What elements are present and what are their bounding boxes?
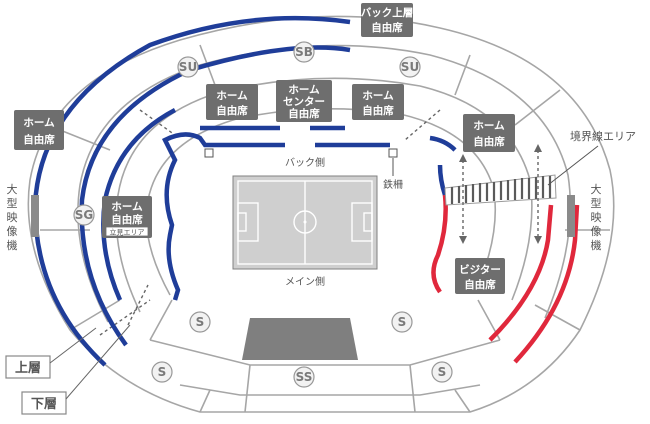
label-home-center-left-1: ホーム [216, 90, 248, 102]
label-home-lower-left-2: 自由席 [111, 213, 143, 226]
pitch [232, 175, 378, 270]
screen-right-char-4: 像 [591, 225, 602, 238]
gate-s-bottom-left-text: S [158, 365, 167, 379]
gate-s-right-text: S [398, 315, 407, 329]
gate-su-left-text: SU [179, 60, 197, 74]
legend-lower-text: 下層 [31, 397, 57, 412]
screen-left-char-5: 機 [7, 238, 18, 252]
gate-sg: SG [73, 204, 95, 226]
label-visitor-2: 自由席 [464, 278, 496, 291]
visitor-seating [431, 194, 580, 364]
label-home-center-right-2: 自由席 [362, 104, 394, 117]
gate-su-left: SU [177, 56, 199, 78]
gate-ss-text: SS [296, 370, 313, 384]
screen-left-char-2: 型 [7, 196, 18, 210]
label-standing-area: 立見エリア [110, 228, 145, 237]
label-back-upper-2: 自由席 [371, 21, 403, 34]
gate-s-right: S [391, 311, 413, 333]
label-home-left-2: 自由席 [23, 133, 55, 146]
label-back-upper-1: バック上層 [361, 6, 414, 19]
gate-s-bottom-right: S [431, 361, 453, 383]
boundary-pointer [547, 145, 599, 186]
screen-left-char-3: 映 [7, 211, 18, 224]
screen-left-char-4: 像 [7, 225, 18, 238]
big-screen-left [31, 195, 39, 237]
legend-lower: 下層 [21, 391, 67, 415]
legend-upper: 上層 [5, 355, 51, 379]
access-paths [99, 109, 441, 336]
legend-upper-text: 上層 [15, 361, 41, 376]
label-boundary-area: 境界線エリア [570, 129, 636, 143]
boundary-zone [444, 174, 557, 206]
label-back-side: バック側 [285, 156, 325, 169]
screen-left-char-1: 大 [7, 182, 18, 196]
gate-sg-text: SG [75, 208, 94, 222]
screen-label-left: 大 型 映 像 機 [7, 182, 18, 252]
screen-right-char-2: 型 [591, 196, 602, 210]
fence-marker-right [388, 148, 398, 158]
gate-s-left: S [189, 311, 211, 333]
gate-su-right-text: SU [401, 60, 419, 74]
gate-sb-text: SB [295, 45, 313, 59]
gate-ss: SS [293, 366, 315, 388]
movement-arrows [462, 150, 539, 238]
label-visitor-1: ビジター [459, 263, 501, 276]
gate-su-right: SU [399, 56, 421, 78]
legend-lower-pointer [65, 324, 131, 400]
screen-right-char-5: 機 [591, 238, 602, 252]
label-home-center-right-1: ホーム [362, 90, 394, 102]
label-main-side: メイン側 [285, 275, 325, 288]
label-home-center-left-2: 自由席 [216, 104, 248, 117]
label-home-center-3: 自由席 [288, 107, 320, 120]
gate-sb: SB [293, 41, 315, 63]
label-home-right-1: ホーム [473, 120, 505, 132]
home-seating [32, 15, 457, 367]
legend-upper-pointer [49, 327, 97, 364]
screen-right-char-3: 映 [591, 211, 602, 224]
label-fence: 鉄柵 [383, 178, 403, 191]
label-home-center-2: センター [283, 96, 325, 108]
label-home-lower-left-1: ホーム [111, 201, 143, 213]
label-home-left-1: ホーム [23, 117, 55, 129]
big-screen-right [567, 195, 575, 237]
gate-s-left-text: S [196, 315, 205, 329]
gate-s-bottom-right-text: S [438, 365, 447, 379]
screen-right-char-1: 大 [591, 182, 602, 196]
main-stand [242, 318, 358, 360]
arrow-heads [459, 144, 542, 244]
screen-label-right: 大 型 映 像 機 [591, 182, 602, 252]
fence-marker-left [204, 148, 214, 158]
gate-s-bottom-left: S [151, 361, 173, 383]
label-home-center-1: ホーム [288, 84, 320, 96]
label-home-right-2: 自由席 [473, 135, 505, 148]
